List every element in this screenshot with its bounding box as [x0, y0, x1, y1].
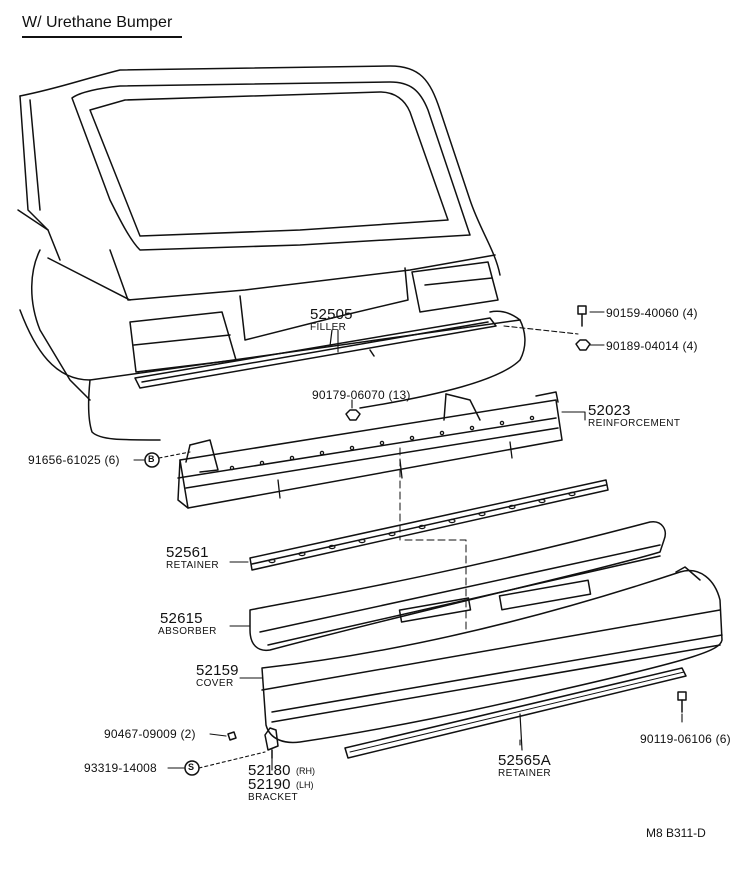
reinforcement-part-number: 52023	[588, 402, 631, 419]
upper-retainer-part-number: 52561	[166, 544, 209, 561]
filler-label: FILLER	[310, 322, 347, 333]
filler-part-number: 52505	[310, 306, 353, 323]
bumper-cover	[261, 566, 723, 744]
leader-lines	[133, 311, 683, 771]
bracket-rh-part-number: 52180	[248, 762, 291, 779]
small-clip-part-number: 90467-09009 (2)	[104, 727, 196, 741]
bolt-top-part-number: 90159-40060 (4)	[606, 306, 698, 320]
bracket-lh-side: (LH)	[296, 780, 314, 790]
diagram-title: W/ Urethane Bumper	[22, 14, 173, 31]
clip-b-part-number: 91656-61025 (6)	[28, 453, 120, 467]
reinforcement-bar	[177, 391, 563, 509]
bracket-rh-side: (RH)	[296, 766, 315, 776]
absorber	[249, 521, 666, 652]
screw-s-symbol: S	[188, 762, 195, 772]
nut-top-part-number: 90189-04014 (4)	[606, 339, 698, 353]
absorber-label: ABSORBER	[158, 626, 217, 637]
bracket-label: BRACKET	[248, 792, 299, 803]
absorber-part-number: 52615	[160, 610, 203, 627]
bracket-lh-part-number: 52190	[248, 776, 291, 793]
lower-retainer	[344, 667, 687, 759]
bolt-right-part-number: 90119-06106 (6)	[640, 732, 731, 746]
cover-part-number: 52159	[196, 662, 239, 679]
drawing-reference: M8 B311-D	[646, 826, 706, 840]
cover-label: COVER	[196, 678, 234, 689]
clip-b-symbol: B	[148, 454, 155, 464]
fastener-symbols	[144, 305, 687, 776]
screw-s-part-number: 93319-14008	[84, 761, 157, 775]
center-nut-part-number: 90179-06070 (13)	[312, 388, 411, 402]
upper-retainer	[249, 479, 609, 571]
assembly-centerlines	[399, 447, 467, 633]
lower-retainer-part-number: 52565A	[498, 752, 551, 769]
upper-retainer-label: RETAINER	[166, 560, 220, 571]
car-body-outline	[17, 65, 526, 441]
bracket	[264, 727, 279, 759]
title-underline	[22, 36, 182, 38]
lower-retainer-label: RETAINER	[498, 768, 552, 779]
reinforcement-label: REINFORCEMENT	[588, 418, 681, 429]
